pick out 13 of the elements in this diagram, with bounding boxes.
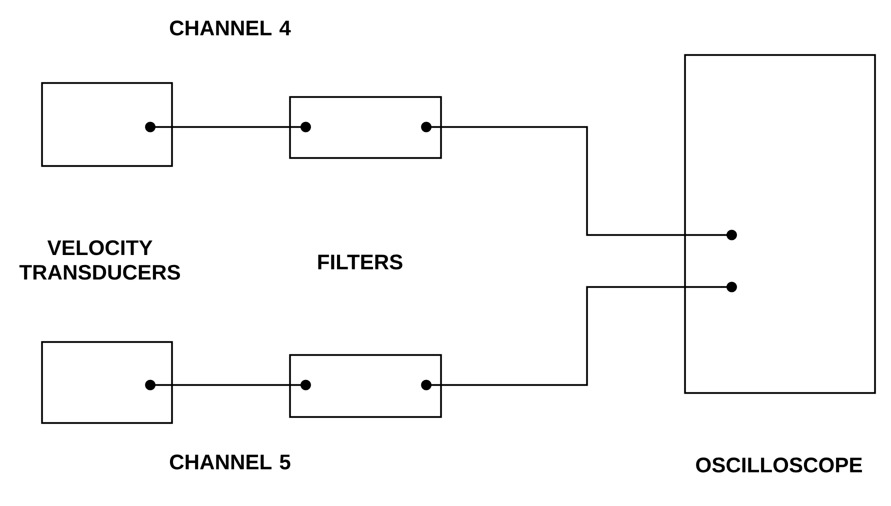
wire — [145, 122, 312, 132]
box — [41, 341, 173, 424]
box — [41, 82, 173, 167]
label: FILTERS — [318, 254, 402, 270]
label: VELOCITY TRANSDUCERS — [19, 240, 180, 280]
box — [289, 354, 442, 418]
box-label: OSCILLOSCOPE — [696, 458, 862, 472]
wire — [145, 380, 312, 390]
label: CHANNEL 5 — [170, 454, 290, 470]
box — [289, 96, 442, 159]
wire — [421, 122, 737, 240]
wire — [421, 282, 737, 390]
label: CHANNEL 4 — [170, 20, 291, 36]
